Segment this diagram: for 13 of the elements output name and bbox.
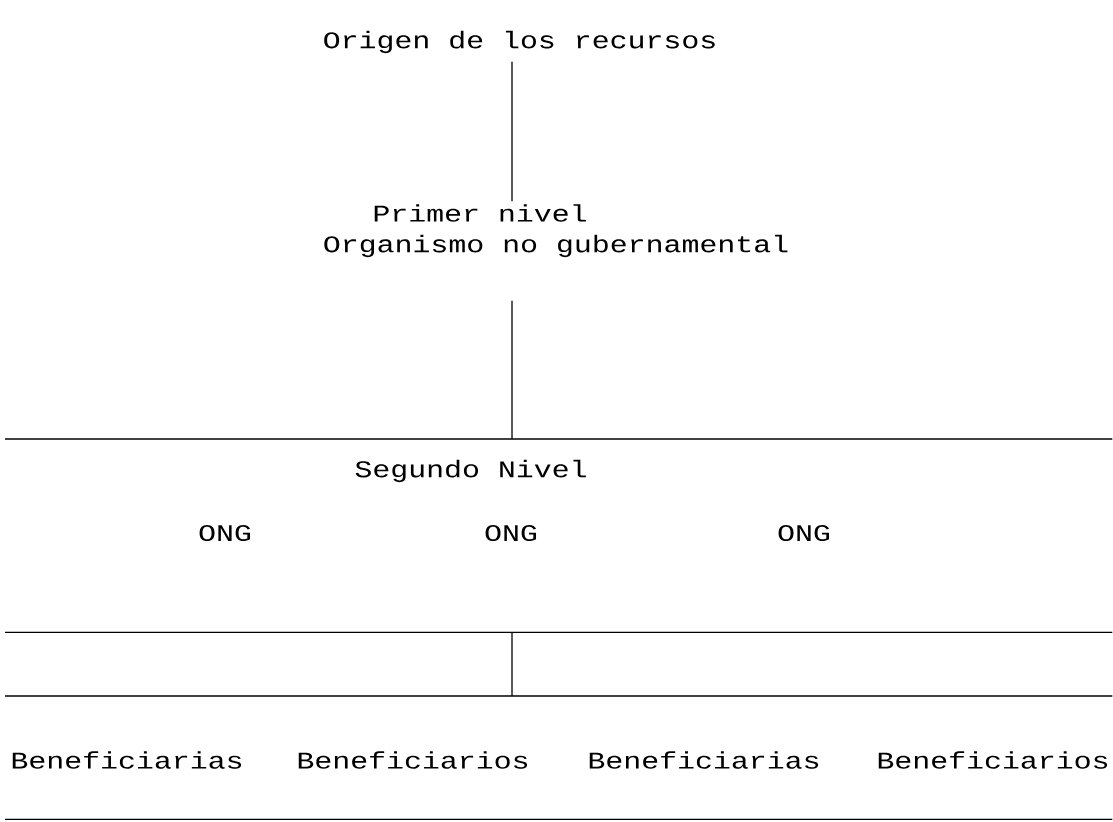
node-label: ONG — [778, 524, 830, 542]
node-label: ONG — [199, 524, 251, 542]
connector-line — [511, 300, 513, 440]
level-band — [4, 695, 1113, 820]
node-label: Beneficiarios — [298, 751, 528, 769]
node-label: Beneficiarias — [12, 751, 242, 769]
node-label: Origen de los recursos — [324, 30, 715, 54]
connector-line — [511, 631, 513, 697]
connector-line — [511, 61, 513, 202]
node-label: Beneficiarios — [878, 751, 1108, 769]
level-label: Primer nivel Organismo no gubernamental — [324, 204, 788, 258]
node-label: ONG — [485, 524, 537, 542]
node-label: Beneficiarias — [589, 751, 819, 769]
